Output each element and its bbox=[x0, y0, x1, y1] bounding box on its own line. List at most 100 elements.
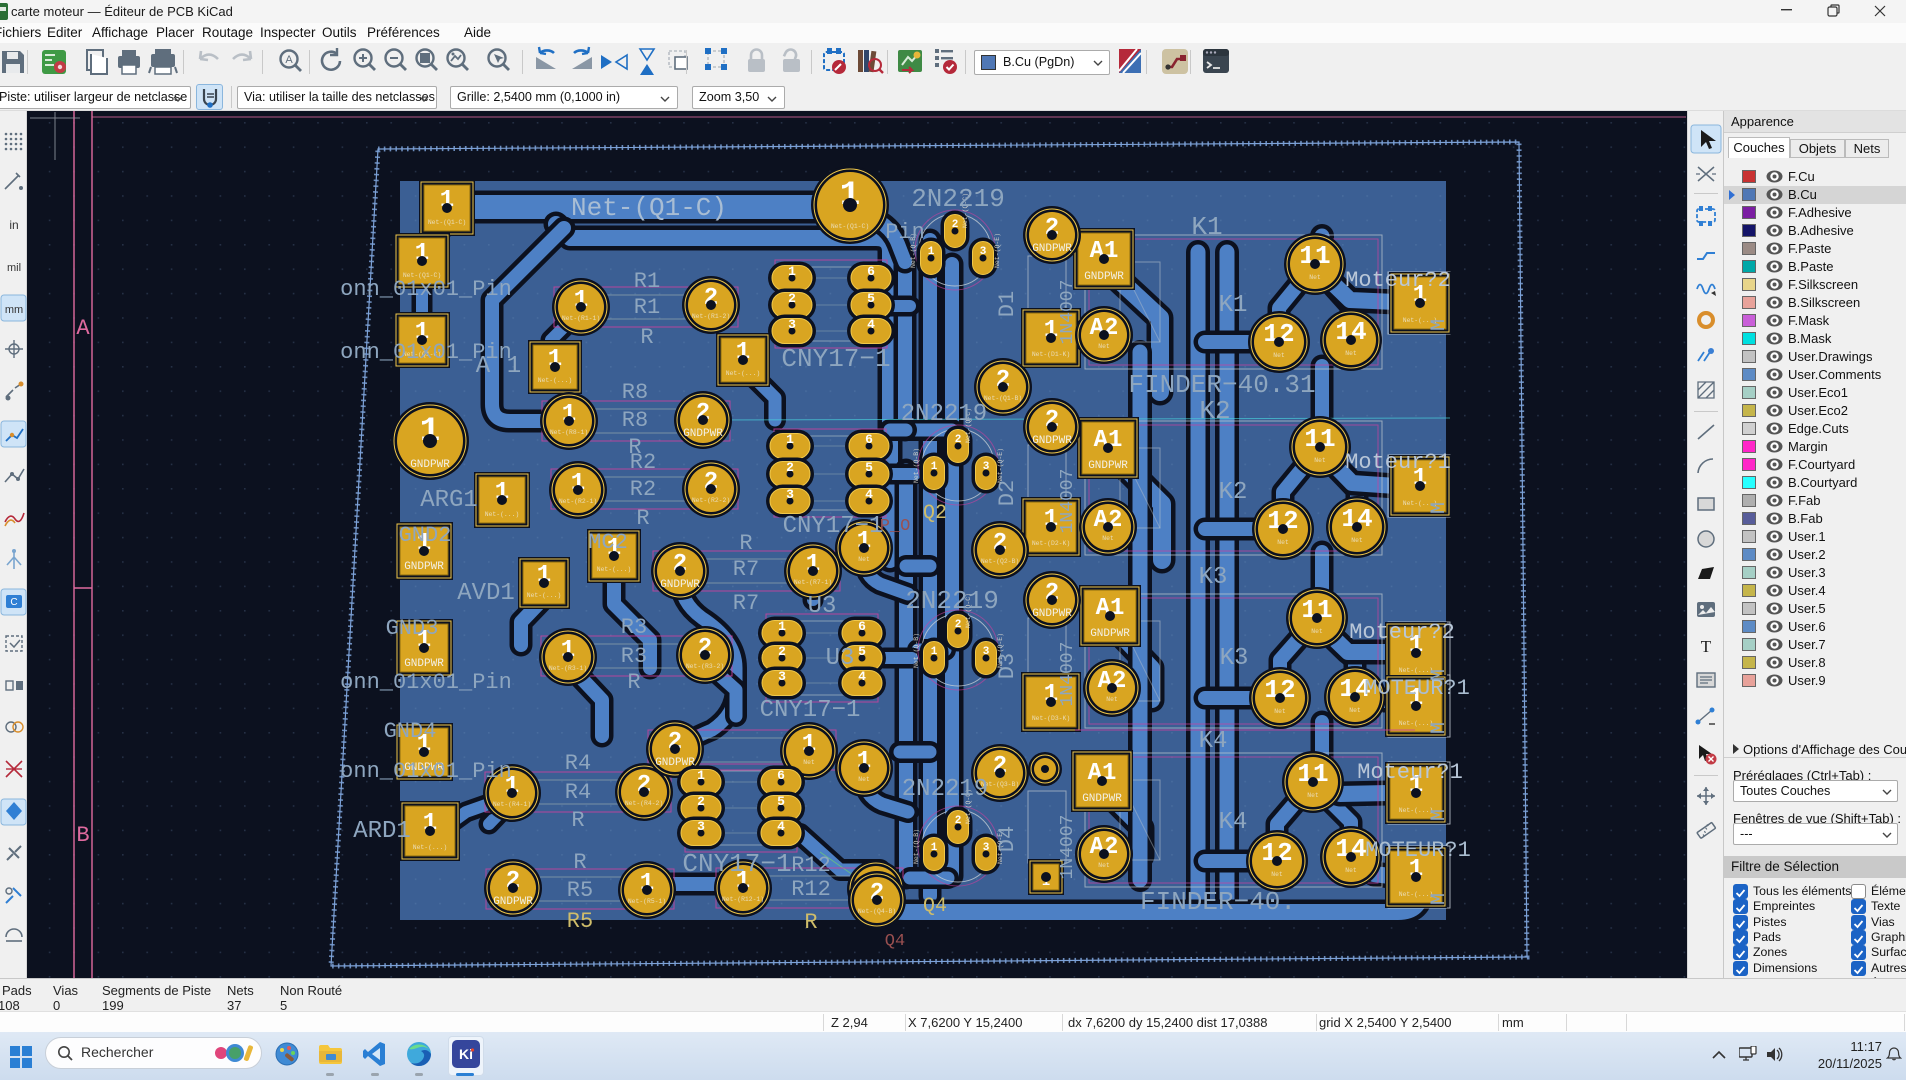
svg-text:CNY17−1: CNY17−1 bbox=[781, 344, 890, 374]
svg-text:1N4007: 1N4007 bbox=[1058, 280, 1078, 345]
svg-text:GND2: GND2 bbox=[399, 523, 452, 548]
svg-text:Net-(...): Net-(...) bbox=[726, 370, 761, 377]
svg-text:Net-(D1-K): Net-(D1-K) bbox=[1032, 351, 1070, 358]
svg-text:onn_01x01_Pin: onn_01x01_Pin bbox=[340, 277, 512, 302]
svg-text:R: R bbox=[804, 910, 817, 935]
svg-text:4: 4 bbox=[865, 487, 873, 502]
svg-text:Net-(Q1-B): Net-(Q1-B) bbox=[984, 395, 1022, 402]
svg-text:CNY17−1: CNY17−1 bbox=[760, 697, 861, 724]
svg-text:R: R bbox=[628, 435, 641, 460]
svg-text:Net-(Q4-B): Net-(Q4-B) bbox=[858, 908, 896, 915]
svg-text:Net-(Q1-C): Net-(Q1-C) bbox=[403, 272, 441, 279]
svg-text:Net: Net bbox=[1102, 535, 1114, 542]
svg-text:A: A bbox=[476, 353, 491, 380]
svg-text:D1: D1 bbox=[995, 291, 1020, 317]
svg-text:B: B bbox=[76, 823, 89, 848]
svg-text:U3: U3 bbox=[826, 645, 855, 672]
svg-text:R4: R4 bbox=[565, 751, 591, 776]
svg-text:GNDPWR: GNDPWR bbox=[1032, 608, 1072, 620]
svg-text:Net-(R12-1): Net-(R12-1) bbox=[722, 896, 764, 903]
svg-text:GND3: GND3 bbox=[386, 616, 439, 641]
svg-text:Net: Net bbox=[1277, 539, 1289, 546]
svg-text:MOTEUR?1: MOTEUR?1 bbox=[1364, 676, 1470, 701]
svg-text:Net-(Q2-B): Net-(Q2-B) bbox=[981, 558, 1019, 565]
svg-text:2: 2 bbox=[778, 644, 786, 659]
svg-text:R3: R3 bbox=[621, 615, 647, 640]
svg-text:3: 3 bbox=[697, 819, 705, 834]
svg-text:3: 3 bbox=[983, 842, 990, 854]
svg-text:GND4: GND4 bbox=[384, 719, 437, 744]
svg-text:Net: Net bbox=[1098, 862, 1110, 869]
svg-text:GNDPWR: GNDPWR bbox=[655, 757, 695, 769]
svg-text:6: 6 bbox=[867, 264, 875, 279]
svg-text:1: 1 bbox=[931, 646, 938, 658]
svg-text:Net-(...): Net-(...) bbox=[1403, 500, 1438, 507]
svg-text:Net: Net bbox=[1345, 867, 1357, 874]
svg-text:R: R bbox=[640, 325, 653, 350]
svg-text:5: 5 bbox=[865, 460, 873, 475]
svg-text:Net: Net bbox=[1274, 708, 1286, 715]
svg-text:R5: R5 bbox=[567, 878, 593, 903]
svg-text:Net-(R5-1): Net-(R5-1) bbox=[628, 898, 666, 905]
svg-text:Net: Net bbox=[1106, 696, 1118, 703]
svg-text:Net-(Q-C): Net-(Q-C) bbox=[962, 193, 969, 228]
svg-text:A: A bbox=[76, 316, 90, 341]
svg-text:4: 4 bbox=[858, 669, 866, 684]
svg-text:C: C bbox=[10, 597, 17, 608]
svg-text:R7: R7 bbox=[733, 591, 759, 616]
svg-text:GNDPWR: GNDPWR bbox=[410, 459, 450, 471]
svg-text:GNDPWR: GNDPWR bbox=[1084, 271, 1124, 283]
svg-text:Net-(R8-1): Net-(R8-1) bbox=[550, 429, 588, 436]
svg-text:2: 2 bbox=[955, 434, 962, 446]
svg-text:2N2219: 2N2219 bbox=[901, 401, 987, 428]
svg-text:K4: K4 bbox=[1219, 809, 1248, 836]
svg-text:GNDPWR: GNDPWR bbox=[1090, 628, 1130, 640]
svg-text:Net: Net bbox=[1098, 343, 1110, 350]
svg-text:Net-(Q-E): Net-(Q-E) bbox=[997, 829, 1004, 864]
svg-text:2: 2 bbox=[788, 291, 796, 306]
svg-text:R: R bbox=[573, 850, 586, 875]
svg-text:Net-(Q1-C): Net-(Q1-C) bbox=[571, 193, 727, 223]
svg-text:Ki: Ki bbox=[459, 1046, 473, 1062]
svg-text:2N2219: 2N2219 bbox=[911, 184, 1005, 214]
svg-text:6: 6 bbox=[777, 768, 785, 783]
svg-text:GNDPWR: GNDPWR bbox=[404, 658, 444, 670]
svg-text:mm: mm bbox=[5, 304, 23, 316]
svg-text:K3: K3 bbox=[1220, 645, 1249, 672]
svg-text:Net-(...): Net-(...) bbox=[1399, 667, 1434, 674]
svg-text:1: 1 bbox=[928, 246, 935, 258]
svg-text:Net-(Q1-C): Net-(Q1-C) bbox=[831, 223, 869, 230]
svg-text:U3: U3 bbox=[808, 593, 837, 620]
svg-text:4: 4 bbox=[867, 317, 875, 332]
svg-text:P_O: P_O bbox=[880, 517, 911, 536]
svg-text:K2: K2 bbox=[1219, 479, 1248, 506]
svg-text:6: 6 bbox=[865, 432, 873, 447]
svg-text:Net-(Q1-C): Net-(Q1-C) bbox=[403, 351, 441, 358]
svg-text:Net: Net bbox=[1309, 274, 1321, 281]
svg-text:CNY17−1: CNY17−1 bbox=[682, 849, 791, 879]
svg-text:D4: D4 bbox=[995, 826, 1020, 852]
svg-text:M: M bbox=[1428, 669, 1451, 681]
svg-text:R8: R8 bbox=[622, 380, 648, 405]
svg-text:T: T bbox=[1701, 637, 1712, 656]
svg-text:Moteur?2: Moteur?2 bbox=[1345, 268, 1451, 293]
svg-text:1N4007: 1N4007 bbox=[1058, 815, 1078, 880]
svg-text:K4: K4 bbox=[1199, 728, 1228, 755]
svg-text:Net-(Q-B): Net-(Q-B) bbox=[913, 448, 920, 483]
svg-text:K1: K1 bbox=[1191, 212, 1222, 242]
svg-text:R4: R4 bbox=[565, 780, 591, 805]
svg-text:K3: K3 bbox=[1199, 564, 1228, 591]
svg-text:R: R bbox=[571, 808, 584, 833]
svg-text:Net-(...): Net-(...) bbox=[1399, 891, 1434, 898]
svg-text:onn_01x01_Pin: onn_01x01_Pin bbox=[340, 759, 512, 784]
svg-text:Net: Net bbox=[1271, 871, 1283, 878]
svg-text:A: A bbox=[285, 54, 293, 66]
svg-text:3: 3 bbox=[980, 246, 987, 258]
svg-text:Net: Net bbox=[1273, 352, 1285, 359]
svg-text:Net-(Q-B): Net-(Q-B) bbox=[910, 233, 917, 268]
svg-text:ARD1: ARD1 bbox=[353, 818, 411, 845]
svg-text:GNDPWR: GNDPWR bbox=[1032, 243, 1072, 255]
svg-text:Net-(R4-2): Net-(R4-2) bbox=[625, 800, 663, 807]
svg-text:Net-(R3-1): Net-(R3-1) bbox=[549, 665, 587, 672]
svg-text:Net-(Q1-C): Net-(Q1-C) bbox=[428, 219, 466, 226]
